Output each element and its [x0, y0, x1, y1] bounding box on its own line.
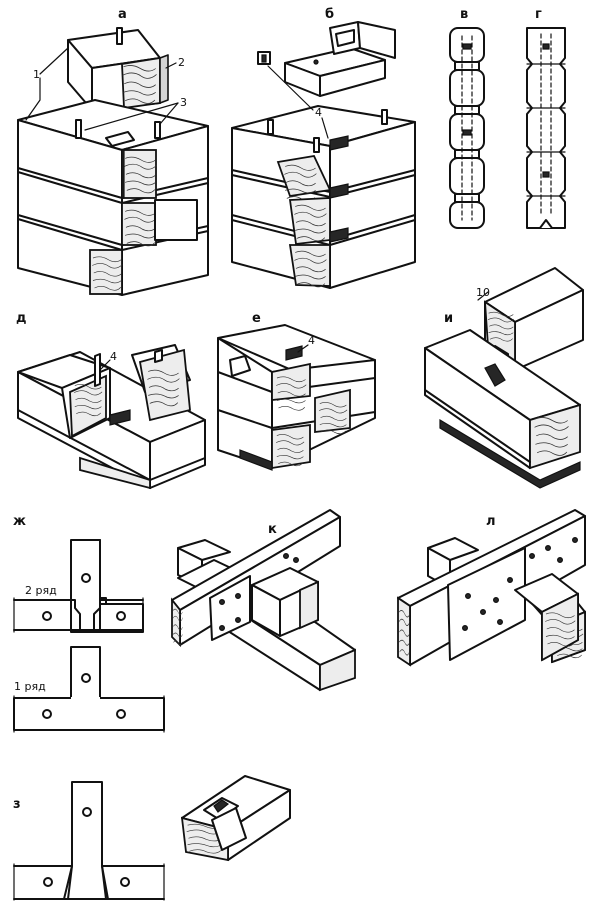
nail-icon: [493, 596, 500, 603]
pin-hole-icon: [120, 877, 130, 887]
nail-icon: [571, 536, 578, 543]
pin-hole-icon: [43, 877, 53, 887]
bolt-icon: [235, 616, 242, 623]
panel-k-label: к: [268, 522, 277, 537]
panel-k-joint: [171, 509, 356, 692]
nail-icon: [480, 608, 487, 615]
nail-icon: [528, 552, 535, 559]
panel-zh-label: ж: [13, 514, 26, 529]
pin-hole-icon: [81, 573, 91, 583]
pin-hole-icon: [116, 709, 126, 719]
panel-k: к: [171, 509, 356, 692]
pin-hole-icon: [82, 807, 92, 817]
nail-icon: [544, 544, 551, 551]
panel-g: г: [526, 7, 566, 229]
panel-zh: ж 2 ряд 1 ряд: [13, 514, 165, 733]
panel-l-label: л: [486, 514, 496, 529]
nail-icon: [497, 618, 504, 625]
dowel-icon: [381, 109, 388, 125]
bolt-icon: [219, 598, 226, 605]
dowel-icon: [154, 121, 161, 139]
bolt-icon: [219, 624, 226, 631]
callout-10: 10: [476, 286, 490, 299]
dowel-icon: [267, 119, 274, 135]
bolt-icon: [283, 552, 290, 559]
panel-b: б: [231, 7, 416, 289]
dowel-icon: [116, 27, 123, 45]
callout-4: 4: [315, 106, 322, 119]
panel-z: з: [13, 775, 291, 901]
pin-hole-icon: [42, 709, 52, 719]
panel-z-label: з: [13, 797, 21, 812]
nail-icon: [507, 576, 514, 583]
panel-i-label: и: [444, 311, 453, 326]
panel-zh-row1: 1 ряд: [13, 646, 165, 733]
pin-hole-icon: [116, 611, 126, 621]
row-2-label: 2 ряд: [25, 584, 57, 597]
panel-v-label: в: [460, 7, 468, 22]
bolt-icon: [235, 592, 242, 599]
panel-l-joint: [397, 509, 586, 667]
panel-b-corner-block: [231, 105, 416, 289]
callout-4-e: 4: [308, 334, 315, 347]
panel-z-dovetail-log: [180, 775, 291, 862]
panel-z-plan: [13, 781, 165, 901]
panel-i-joint: [424, 267, 584, 489]
panel-a: а: [17, 7, 209, 296]
panel-v-log-stack: [449, 27, 485, 229]
callout-1: 1: [33, 68, 40, 81]
panel-a-top-log: [67, 27, 169, 111]
panel-d: д 4: [16, 311, 206, 490]
panel-d-joint: [17, 344, 206, 490]
bolt-icon: [293, 556, 300, 563]
nail-icon: [556, 556, 563, 563]
pin-hole-icon: [42, 611, 52, 621]
panel-e-label: е: [252, 311, 261, 326]
panel-a-label: а: [118, 7, 127, 22]
panel-b-label: б: [325, 7, 334, 22]
panel-l: л: [397, 509, 586, 667]
nail-icon: [465, 592, 472, 599]
panel-i: и 10: [424, 267, 584, 489]
row-1-label: 1 ряд: [14, 680, 46, 693]
pin-hole-icon: [81, 673, 91, 683]
dowel-icon: [313, 137, 320, 153]
panel-g-log-stack: [526, 27, 566, 229]
callout-2: 2: [178, 56, 185, 69]
dowel-icon: [75, 119, 82, 139]
panel-d-label: д: [16, 311, 27, 326]
callout-3: 3: [180, 96, 187, 109]
panel-g-label: г: [535, 7, 542, 22]
nail-icon: [462, 624, 469, 631]
panel-zh-row2: 2 ряд: [13, 539, 144, 633]
panel-b-top-log: [257, 21, 396, 97]
callout-4-d: 4: [110, 350, 117, 363]
panel-e-joint: [217, 324, 376, 471]
panel-v: в: [449, 7, 485, 229]
panel-a-corner-block: [17, 99, 209, 296]
panel-e: е 4: [217, 311, 376, 471]
